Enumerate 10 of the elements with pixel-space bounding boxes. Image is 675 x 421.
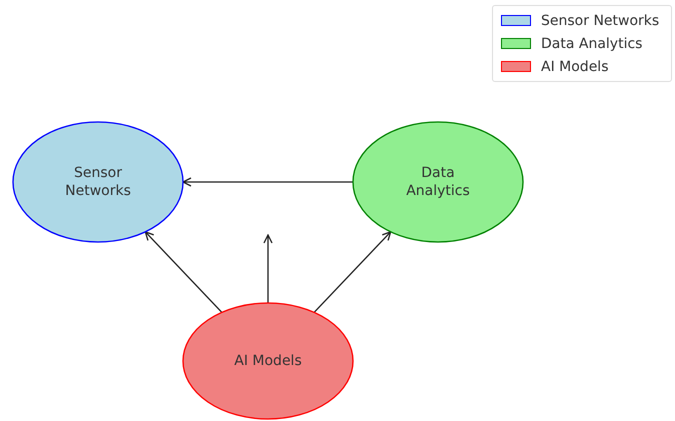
arrow — [263, 234, 273, 303]
arrow — [314, 231, 392, 313]
node-label: AI Models — [233, 352, 303, 370]
legend-label: Sensor Networks — [541, 12, 660, 28]
legend-label: AI Models — [541, 58, 608, 74]
legend-label: Data Analytics — [541, 36, 642, 52]
arrow — [144, 231, 222, 313]
node-label: Data Analytics — [405, 164, 471, 200]
node-label: Sensor Networks — [64, 164, 132, 200]
arrow — [182, 177, 353, 187]
